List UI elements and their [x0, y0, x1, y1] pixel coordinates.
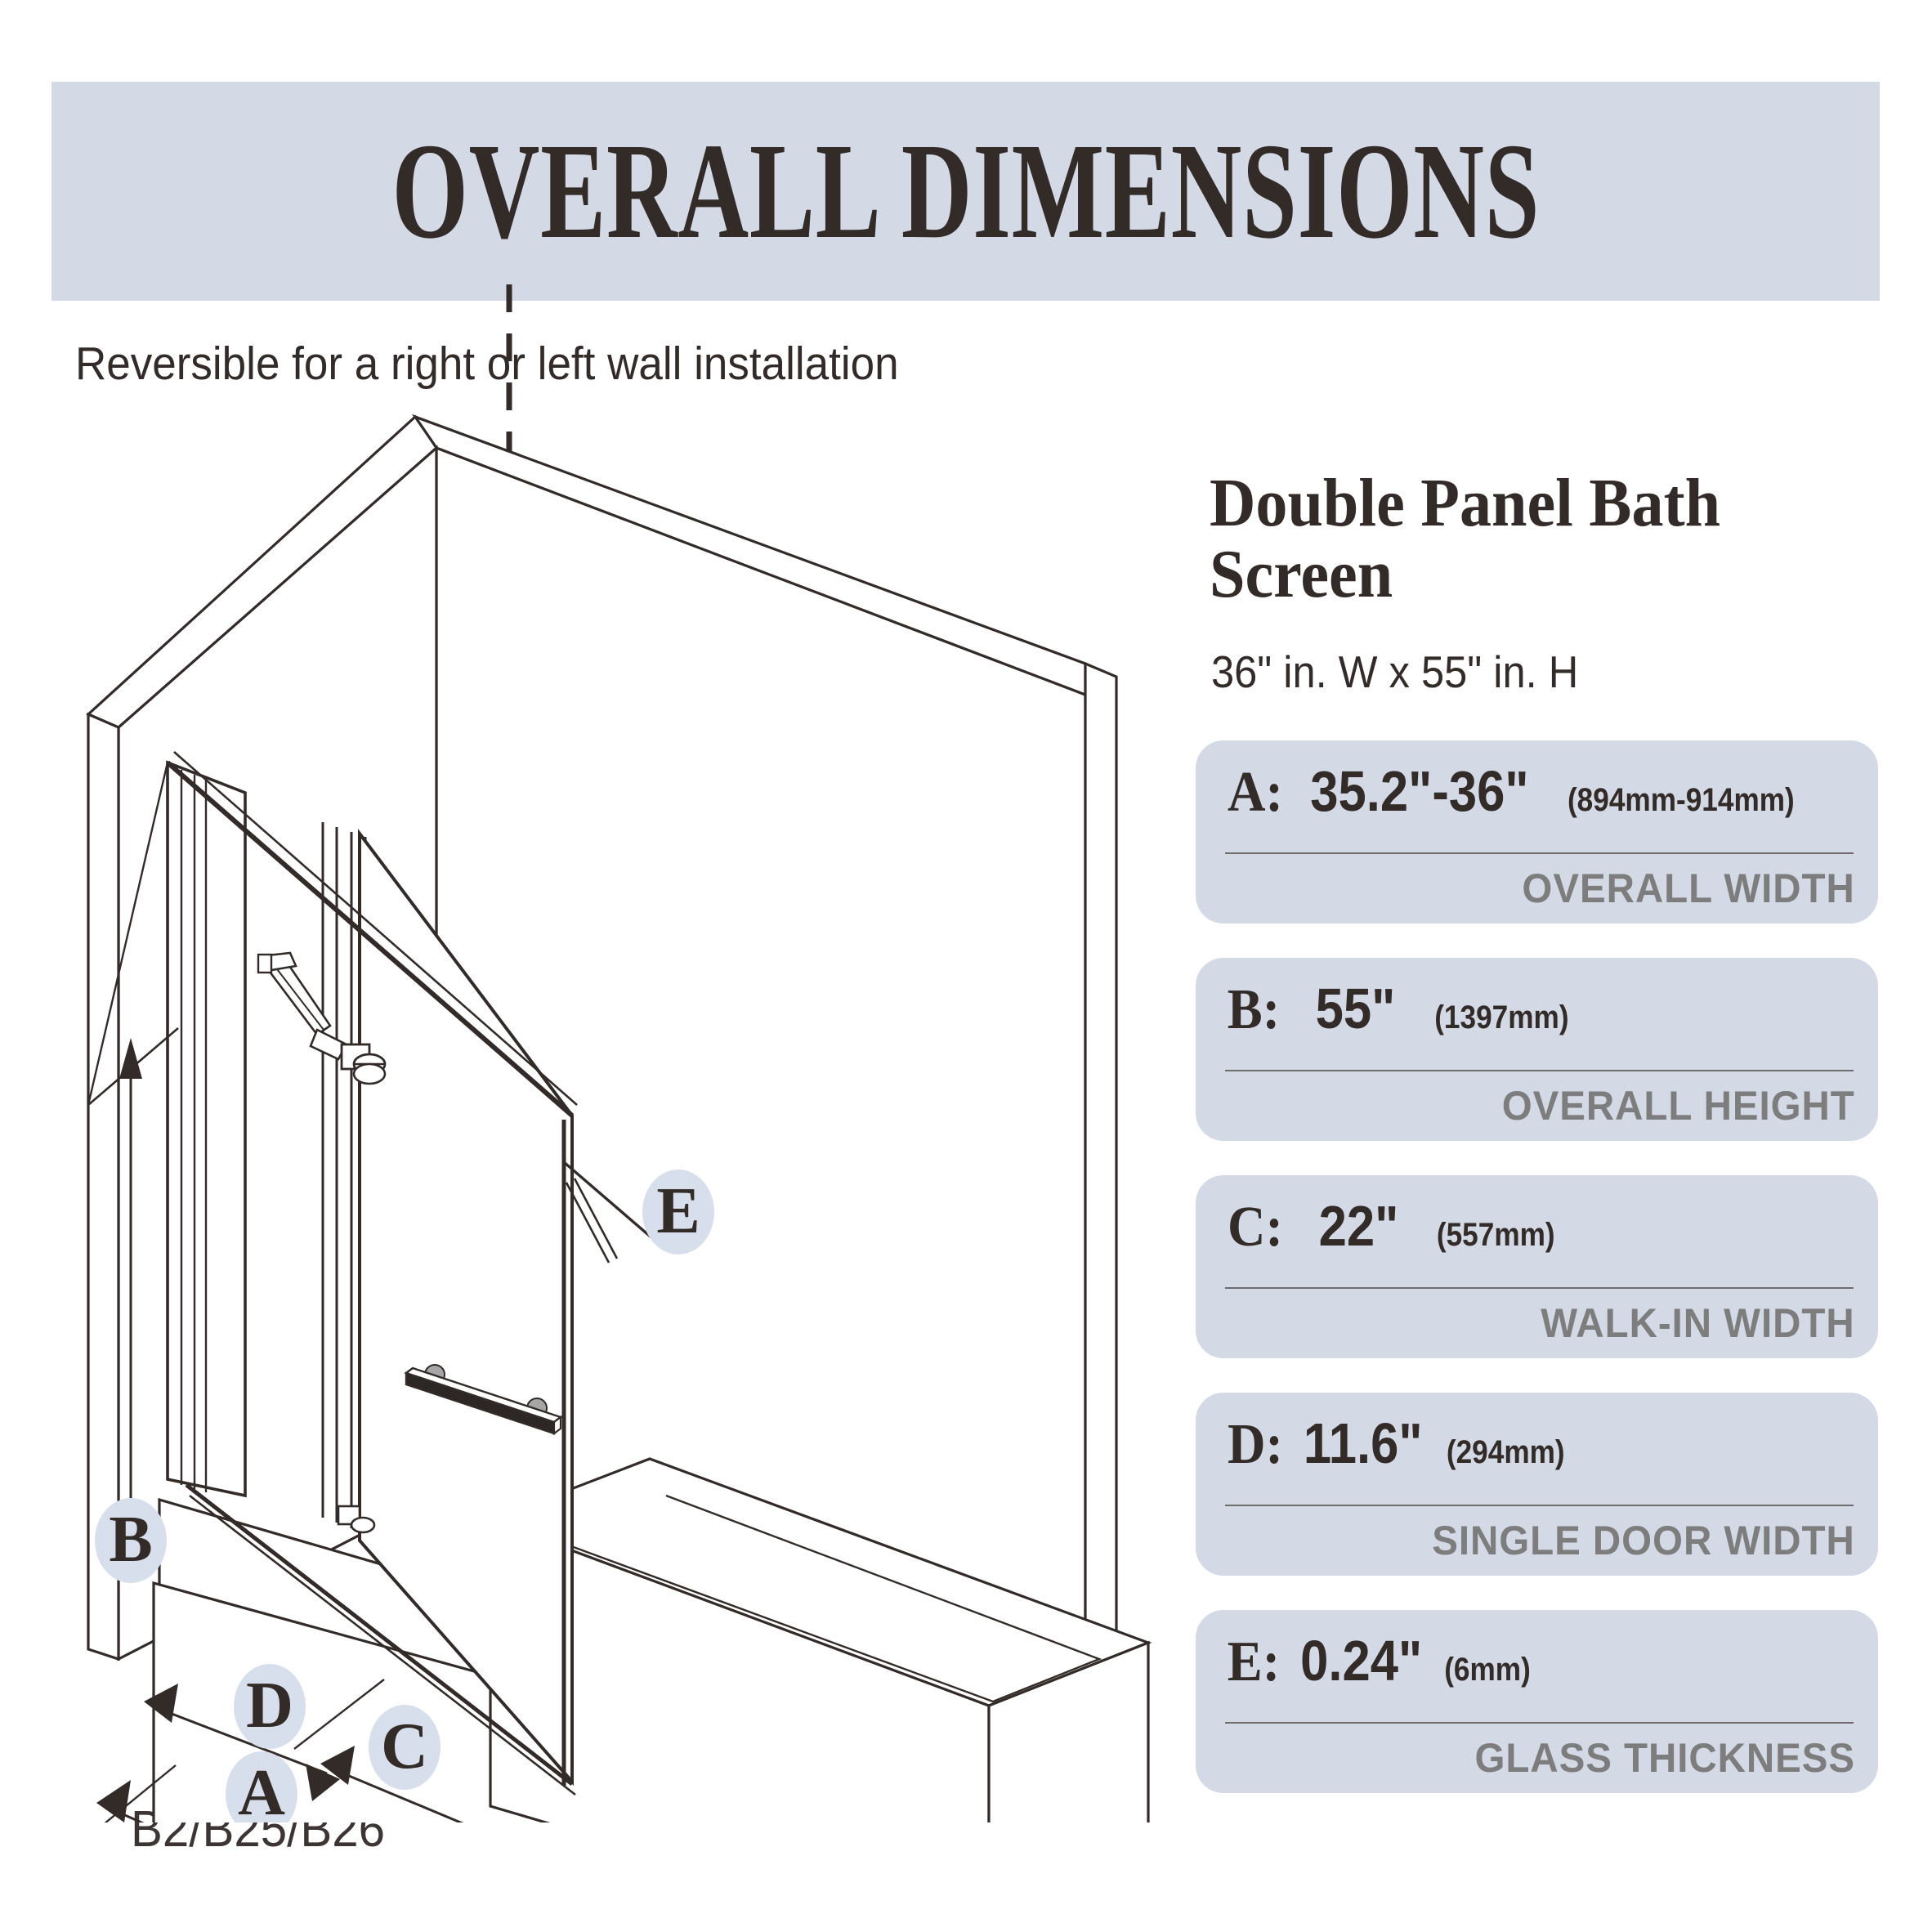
spec-divider-d: [1225, 1505, 1854, 1506]
spec-mm-c: (557mm): [1436, 1217, 1555, 1253]
spec-inch-c: 22": [1318, 1194, 1399, 1258]
spec-inch-e: 0.24": [1300, 1629, 1423, 1693]
spec-divider-e: [1225, 1722, 1854, 1724]
spec-value-row-d: D: 11.6" (294mm): [1225, 1411, 1862, 1478]
spec-mm-b: (1397mm): [1434, 1000, 1569, 1035]
spec-label-d: SINGLE DOOR WIDTH: [1432, 1518, 1855, 1563]
dimension-line-D: [144, 1684, 340, 1801]
callout-leader-E: [562, 1161, 654, 1263]
spec-letter-d: D:: [1227, 1413, 1283, 1476]
spec-letter-c: C:: [1227, 1196, 1283, 1259]
door-handle: [404, 1364, 563, 1436]
spec-label-b: OVERALL HEIGHT: [1501, 1083, 1855, 1129]
right-wall-side-edge: [1084, 661, 1118, 1739]
spec-card-e: E: 0.24" (6mm) GLASS THICKNESS: [1196, 1610, 1878, 1793]
page-title: OVERALL DIMENSIONS: [391, 115, 1540, 267]
spec-card-a: A: 35.2"-36" (894mm-914mm) OVERALL WIDTH: [1196, 740, 1878, 924]
drawing-badge-label-B: B: [109, 1504, 152, 1576]
drawing-badge-C: C: [369, 1705, 441, 1790]
drawing-badge-label-E: E: [656, 1175, 700, 1247]
drawing-badge-B: B: [95, 1498, 167, 1583]
drawing-badge-label-D: D: [246, 1670, 293, 1742]
panel-top-leader: [87, 762, 169, 1106]
support-bar: [257, 951, 348, 1061]
door-bottom-rail-b: [189, 1494, 576, 1796]
drawing-badge-E: E: [642, 1169, 714, 1254]
spec-card-b: B: 55" (1397mm) OVERALL HEIGHT: [1196, 958, 1878, 1141]
spec-value-row-c: C: 22" (557mm): [1225, 1193, 1862, 1260]
door-glass-top-edge-a: [166, 760, 574, 1118]
spec-label-c: WALK-IN WIDTH: [1541, 1300, 1855, 1346]
spec-inch-a: 35.2"-36": [1310, 759, 1529, 823]
isometric-product-drawing: B E D A C: [86, 284, 1152, 1822]
pivot-hinge-connector: [340, 1043, 387, 1085]
spec-value-row-a: A: 35.2"-36" (894mm-914mm): [1225, 758, 1862, 825]
bathtub: [486, 1457, 1152, 1822]
spec-mm-a: (894mm-914mm): [1567, 782, 1795, 818]
drawing-badge-A: A: [226, 1751, 297, 1822]
spec-divider-c: [1225, 1287, 1854, 1289]
door-glass-top-edge-b: [173, 751, 578, 1106]
spec-card-d: D: 11.6" (294mm) SINGLE DOOR WIDTH: [1196, 1393, 1878, 1576]
product-name: Double Panel Bath Screen: [1210, 465, 1721, 612]
spec-divider-b: [1225, 1070, 1854, 1071]
bottom-pivot: [337, 1505, 376, 1534]
spec-inch-d: 11.6": [1303, 1411, 1423, 1475]
dimension-line-B: [87, 1027, 179, 1545]
title-banner: OVERALL DIMENSIONS: [51, 82, 1880, 301]
spec-label-a: OVERALL WIDTH: [1522, 865, 1855, 911]
reversible-caption: Reversible for a right or left wall inst…: [75, 338, 899, 390]
dimension-line-A: [96, 1764, 177, 1822]
spec-inch-b: 55": [1315, 977, 1396, 1040]
spec-mm-e: (6mm): [1444, 1652, 1532, 1688]
spec-mm-d: (294mm): [1447, 1434, 1566, 1470]
drawing-badge-label-C: C: [381, 1711, 428, 1782]
spec-letter-b: B:: [1227, 978, 1281, 1041]
spec-value-row-b: B: 55" (1397mm): [1225, 976, 1862, 1043]
spec-label-e: GLASS THICKNESS: [1474, 1735, 1855, 1781]
spec-value-row-e: E: 0.24" (6mm): [1225, 1628, 1862, 1695]
spec-card-c: C: 22" (557mm) WALK-IN WIDTH: [1196, 1175, 1878, 1358]
door-bottom-rail-a: [185, 1483, 574, 1786]
dimension-line-C: [293, 1679, 464, 1822]
drawing-badge-label-A: A: [238, 1757, 285, 1822]
drawing-badge-D: D: [234, 1664, 306, 1749]
spec-letter-e: E:: [1227, 1630, 1281, 1693]
product-size: 36" in. W x 55" in. H: [1211, 646, 1579, 697]
left-wall-bottom-strip: [87, 712, 120, 1661]
spec-letter-a: A:: [1227, 761, 1283, 824]
spec-divider-a: [1225, 852, 1854, 854]
